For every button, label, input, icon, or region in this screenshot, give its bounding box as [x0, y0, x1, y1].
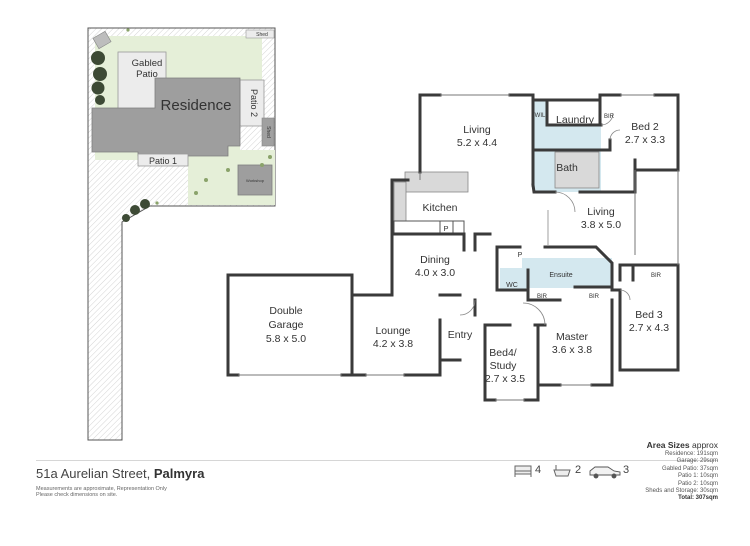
area-sizes-heading: Area Sizes approx — [645, 440, 718, 451]
bed2-label: Bed 2 — [631, 121, 659, 133]
pantry2-label: P — [518, 252, 523, 259]
disclaimer: Measurements are approximate, Representa… — [36, 486, 167, 498]
area-total: Total: 307sqm — [678, 495, 718, 502]
bath-count: 2 — [575, 464, 582, 476]
dining-size: 4.0 x 3.0 — [415, 267, 455, 279]
site-label-workshop: Workshop — [246, 178, 265, 183]
site-label-patio: Patio — [136, 69, 158, 80]
bed3-size: 2.7 x 4.3 — [629, 322, 669, 334]
living2-label: Living — [587, 206, 615, 218]
area-line: Garage: 29sqm — [676, 458, 718, 465]
bir-bed2-label: BIR — [604, 114, 615, 120]
living2-size: 3.8 x 5.0 — [581, 219, 621, 231]
site-label-shed-side: Shed — [265, 126, 271, 138]
living-main-label: Living — [463, 124, 491, 136]
area-heading-title: Area Sizes — [646, 440, 690, 450]
windows — [238, 94, 679, 401]
bed4-size: 2.7 x 3.5 — [485, 373, 525, 385]
pantry-label: P — [443, 224, 448, 233]
bed4-label-line1: Bed4/ — [489, 347, 517, 359]
area-heading-suffix: approx — [692, 440, 718, 450]
laundry-fill — [533, 125, 601, 150]
site-label-gabled: Gabled — [132, 58, 163, 69]
shrubs — [126, 28, 272, 205]
site-label-shed-top: Shed — [256, 32, 268, 38]
shed-small — [92, 30, 112, 50]
walls — [226, 93, 680, 402]
area-line: Patio 2: 10sqm — [677, 480, 718, 487]
bir-master-label: BIR — [589, 294, 600, 300]
door-swings — [459, 112, 631, 326]
living-main-size: 5.2 x 4.4 — [457, 137, 497, 149]
tree-row-left — [91, 51, 107, 105]
kitchen-bench — [404, 171, 469, 193]
shed-top — [245, 29, 275, 39]
site-label-patio2: Patio 2 — [249, 89, 259, 117]
wil-fill — [533, 100, 547, 125]
patio-2 — [239, 79, 265, 127]
ensuite-fill — [522, 258, 612, 288]
property-address: 51a Aurelian Street, Palmyra — [36, 466, 204, 481]
patio-1 — [137, 153, 189, 167]
garage-size: 5.8 x 5.0 — [266, 333, 306, 345]
area-line: Sheds and Storage: 30sqm — [645, 488, 718, 495]
area-sizes-panel: Area Sizes approx Residence: 191sqm Gara… — [645, 440, 718, 503]
bed-icon — [514, 465, 532, 477]
lounge-size: 4.2 x 3.8 — [373, 338, 413, 350]
master-size: 3.6 x 3.8 — [552, 344, 592, 356]
bir-ensuite-label: BIR — [537, 294, 548, 300]
wc-label: WC — [506, 282, 518, 289]
bed-count: 4 — [535, 464, 542, 476]
site-plan: Residence Gabled Patio Patio 1 Patio 2 S… — [87, 27, 276, 441]
wc-fill — [500, 268, 526, 290]
area-line: Gabled Patio: 37sqm — [661, 465, 718, 472]
workshop — [237, 164, 273, 196]
bath-tub — [554, 151, 600, 189]
address-suburb: Palmyra — [153, 466, 205, 481]
car-icon — [589, 466, 621, 479]
master-label: Master — [556, 331, 589, 343]
disclaimer-line-1: Measurements are approximate, Representa… — [36, 486, 167, 492]
garage-label-line2: Garage — [268, 319, 303, 331]
tree-row-bottom — [122, 199, 150, 222]
laundry-label: Laundry — [556, 114, 595, 126]
lounge-label: Lounge — [375, 325, 410, 337]
site-label-residence: Residence — [161, 97, 232, 114]
bath-label: Bath — [556, 162, 578, 174]
area-line: Residence: 191sqm — [664, 451, 718, 457]
wil-label: WIL — [535, 113, 546, 119]
bed4-label-line2: Study — [490, 360, 518, 372]
area-line: Patio 1: 10sqm — [677, 473, 718, 480]
kitchen-label: Kitchen — [422, 202, 457, 214]
address-street: 51a Aurelian Street, — [36, 466, 151, 481]
shed-side — [261, 117, 275, 147]
site-label-patio1: Patio 1 — [149, 156, 177, 166]
bed2-size: 2.7 x 3.3 — [625, 134, 665, 146]
car-count: 3 — [623, 464, 630, 476]
entry-label: Entry — [448, 329, 473, 341]
bir-bed3-label: BIR — [651, 273, 662, 279]
bed3-label: Bed 3 — [635, 309, 663, 321]
garage-label-line1: Double — [269, 305, 302, 317]
ensuite-label: Ensuite — [549, 272, 572, 279]
footer-divider — [36, 460, 718, 461]
floor-plan: Living 5.2 x 4.4 Laundry WIL BIR Bed 2 2… — [226, 93, 680, 402]
dining-label: Dining — [420, 254, 450, 266]
bath-icon — [553, 465, 571, 477]
disclaimer-line-2: Please check dimensions on site. — [36, 492, 118, 498]
